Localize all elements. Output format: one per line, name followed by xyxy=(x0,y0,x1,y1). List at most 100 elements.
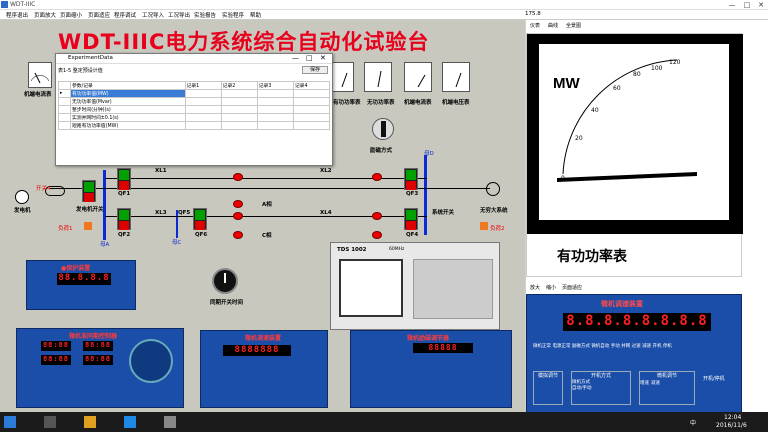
app-icon xyxy=(1,1,8,8)
load2-label: 负荷2 xyxy=(490,226,505,232)
gen-breaker[interactable] xyxy=(82,180,96,202)
load1-label: 负荷1 xyxy=(58,226,73,232)
micro-adjust-label: 微机调节 xyxy=(656,373,677,379)
dialog-tab[interactable]: 表1-5 整定预设计值 xyxy=(58,68,103,74)
tab-panorama[interactable]: 全景图 xyxy=(566,23,582,29)
sys-switch-label: 系统开关 xyxy=(432,210,455,216)
tick-label: 120 xyxy=(669,59,681,66)
a-phase-label: A相 xyxy=(262,202,272,208)
menu-export[interactable]: 工况导出 xyxy=(168,13,191,19)
btn-label: 微机自动 xyxy=(591,344,610,349)
row-label[interactable]: 实测并网时间±0.1(s) xyxy=(70,113,186,122)
row-label[interactable]: 有功功率值(MW) xyxy=(70,89,186,98)
menu-fit[interactable]: 页面适应 xyxy=(88,13,111,19)
switch-ball-4[interactable] xyxy=(233,212,243,220)
menu-program[interactable]: 实验程序 xyxy=(222,13,245,19)
qf5-label: QF5 xyxy=(178,210,191,216)
tick-label: 80 xyxy=(633,71,641,78)
oscilloscope: TDS 1002 60MHz xyxy=(330,242,500,330)
bus-a xyxy=(103,170,106,240)
col-header: 记录4 xyxy=(292,81,331,90)
lang-indicator[interactable]: 中 xyxy=(690,420,697,427)
tab-curve[interactable]: 曲线 xyxy=(548,23,559,29)
exc-title: 微机励磁调节器 xyxy=(407,335,450,342)
qf1-label: QF1 xyxy=(118,191,131,197)
folder-icon[interactable] xyxy=(84,416,96,428)
menu-zoom-out-right[interactable]: 缩小 xyxy=(546,285,557,291)
slow-down-label[interactable]: 减速 xyxy=(650,381,660,386)
qf1-breaker[interactable] xyxy=(117,168,131,190)
generator-label: 发电机 xyxy=(14,208,31,214)
table-row[interactable]: 短路有功功率值(MW) xyxy=(58,121,331,130)
switch-ball-3[interactable] xyxy=(233,200,243,208)
row-label[interactable]: 短路有功功率值(MW) xyxy=(70,121,186,130)
menu-exit[interactable]: 程序退出 xyxy=(6,13,29,19)
menu-help[interactable]: 帮助 xyxy=(250,13,262,19)
table-row[interactable]: ▸有功功率值(MW) xyxy=(58,89,331,98)
dialog-maximize[interactable]: □ xyxy=(306,54,313,62)
table-row[interactable]: 实测并网时间±0.1(s) xyxy=(58,113,331,122)
meter-4-label: 机端电压表 xyxy=(442,100,470,106)
menu-debug[interactable]: 程序调试 xyxy=(114,13,137,19)
row-label[interactable]: 无功功率值(Mvar) xyxy=(70,97,186,106)
dialog-minimize[interactable]: — xyxy=(292,54,299,62)
load1-icon[interactable] xyxy=(84,222,92,230)
switch-ball-2[interactable] xyxy=(372,173,382,181)
minimize-button[interactable]: — xyxy=(728,1,736,9)
switch-ball-5[interactable] xyxy=(372,212,382,220)
browser-icon[interactable] xyxy=(124,416,136,428)
app-taskbar-icon[interactable] xyxy=(164,416,176,428)
menu-fit-right[interactable]: 页面适应 xyxy=(562,285,583,291)
xl4-label: XL4 xyxy=(320,210,332,216)
menu-import[interactable]: 工况导入 xyxy=(142,13,165,19)
scope-controls[interactable] xyxy=(413,259,493,319)
btn-label: 电源正常 xyxy=(552,344,571,349)
menu-zoom-in[interactable]: 页面放大 xyxy=(34,13,57,19)
tab-meters[interactable]: 仪表 xyxy=(530,23,541,29)
load2-icon[interactable] xyxy=(480,222,488,230)
qf3-breaker[interactable] xyxy=(404,168,418,190)
start-icon[interactable] xyxy=(4,416,16,428)
close-button[interactable]: ✕ xyxy=(758,1,764,9)
btn-label: 并网 xyxy=(621,344,631,349)
qf6-breaker[interactable] xyxy=(193,208,207,230)
menu-report[interactable]: 实验报告 xyxy=(194,13,217,19)
xl3-label: XL3 xyxy=(155,210,167,216)
switch-ball-7[interactable] xyxy=(372,231,382,239)
menu-zoom-out[interactable]: 页面缩小 xyxy=(60,13,83,19)
dialog-close[interactable]: ✕ xyxy=(320,54,326,62)
save-button[interactable]: 保存 xyxy=(302,66,328,74)
speed-up-label[interactable]: 增速 xyxy=(640,381,649,386)
menu-zoom-in-right[interactable]: 放大 xyxy=(530,285,541,291)
table-row[interactable]: 整步时间(分钟)(s) xyxy=(58,105,331,114)
big-meter: MW 0 20 40 60 80 100 120 xyxy=(527,34,743,234)
bus-c xyxy=(176,210,178,238)
qf2-breaker[interactable] xyxy=(117,208,131,230)
micro-adjust-box: 微机调节 增速 减速 xyxy=(639,371,695,405)
search-icon[interactable] xyxy=(44,416,56,428)
tick-label: 20 xyxy=(575,135,583,142)
sim-adjust-box[interactable]: 模拟调节 xyxy=(533,371,563,405)
qf4-breaker[interactable] xyxy=(404,208,418,230)
row-label[interactable]: 整步时间(分钟)(s) xyxy=(70,105,186,114)
btn-label: 停机 xyxy=(662,344,672,349)
menu-bar: 程序退出 页面放大 页面缩小 页面适应 程序调试 工况导入 工况导出 实验报告 … xyxy=(0,10,768,28)
excitation-mode-knob[interactable] xyxy=(372,118,394,140)
qf3-label: QF3 xyxy=(406,191,419,197)
bus-d-label: 母D xyxy=(424,151,434,157)
progress-value: 175.8 xyxy=(525,11,541,17)
table-row[interactable]: 无功功率值(Mvar) xyxy=(58,97,331,106)
clock-date: 2016/11/6 xyxy=(716,422,747,429)
bus-a-label: 母A xyxy=(100,242,110,248)
switch-ball-6[interactable] xyxy=(233,231,243,239)
window-title: WDT-IIIC xyxy=(10,1,36,8)
switch-ball-1[interactable] xyxy=(233,173,243,181)
tick-label: 60 xyxy=(613,85,621,92)
gen-breaker-label: 发电机开关 xyxy=(76,207,104,213)
speed-small-display: 8888888 xyxy=(223,345,291,356)
clock-time: 12:04 xyxy=(724,414,742,421)
maximize-button[interactable]: □ xyxy=(743,1,751,9)
xl2-label: XL2 xyxy=(320,168,332,174)
c-phase-label: C相 xyxy=(262,233,272,239)
start-stop-label[interactable]: 开机/停机 xyxy=(703,376,725,382)
